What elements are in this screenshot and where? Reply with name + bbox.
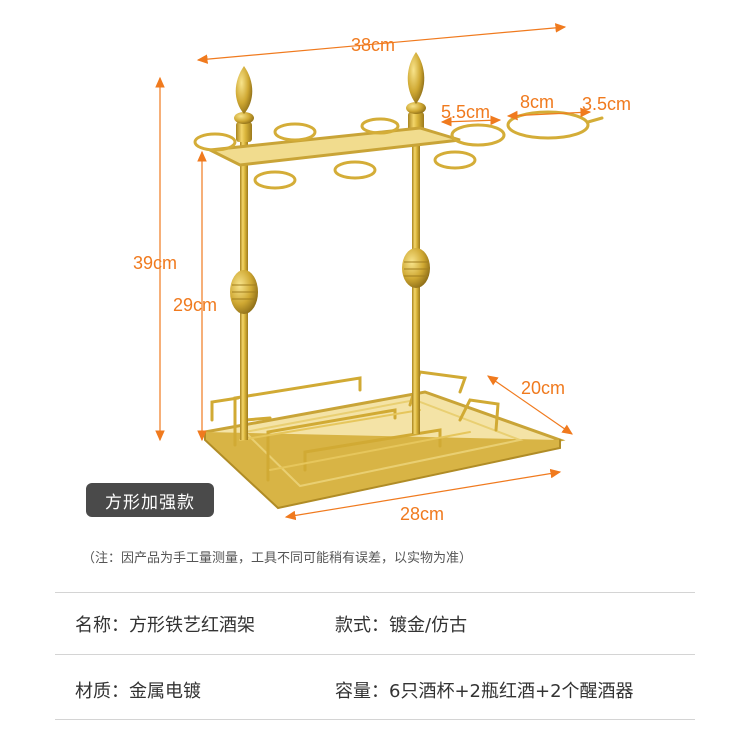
spec-capacity: 容量：6只酒杯+2瓶红酒+2个醒酒器: [335, 681, 634, 702]
variant-badge: 方形加强款: [86, 483, 214, 517]
holder-diameter-label: 5.5cm: [441, 102, 491, 122]
measurement-note: （注：因产品为手工量测量，工具不同可能稍有误差，以实物为准）: [82, 551, 473, 566]
width-label: 38cm: [351, 35, 396, 55]
divider-middle: [55, 654, 695, 655]
base-tray: [201, 370, 566, 510]
spec-style: 款式：镀金/仿古: [335, 615, 468, 636]
glass-holders: [193, 110, 604, 190]
ring-gap-label: 3.5cm: [582, 94, 632, 114]
right-pole: [402, 52, 430, 434]
pole-height-label: 29cm: [173, 295, 218, 315]
left-pole: [230, 66, 258, 440]
divider-top: [55, 592, 695, 593]
spec-name: 名称：方形铁艺红酒架: [75, 615, 255, 636]
depth-label: 20cm: [521, 378, 566, 398]
dimension-lines: [155, 23, 592, 521]
ring-diameter-label: 8cm: [520, 92, 555, 112]
height-label: 39cm: [133, 253, 178, 273]
divider-bottom: [55, 719, 695, 720]
base-length-label: 28cm: [400, 504, 445, 524]
spec-material: 材质：金属电镀: [75, 681, 201, 702]
